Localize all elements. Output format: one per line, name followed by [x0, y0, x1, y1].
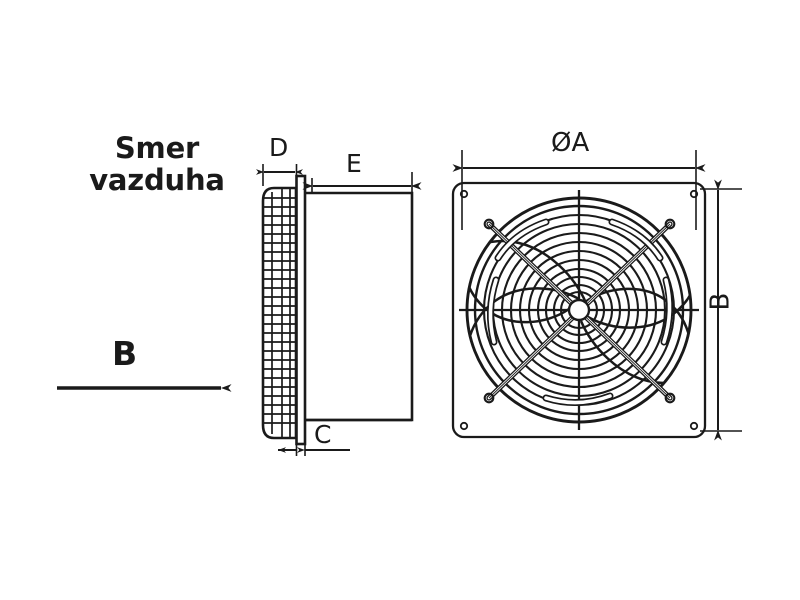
- front-view-dimensions: [452, 150, 742, 441]
- mounting-holes: [459, 189, 699, 431]
- fan-frame: [451, 181, 707, 439]
- dimension-diameter-a-label: ØA: [551, 128, 590, 158]
- front-view: [451, 181, 707, 439]
- flow-arrow-b-label: B: [112, 334, 138, 373]
- side-grille-panel: [261, 186, 298, 440]
- dimension-b-label: B: [705, 292, 736, 311]
- dimension-c-label: C: [314, 420, 332, 449]
- grille-louvers: [263, 197, 296, 424]
- air-direction-line1: Smer: [114, 131, 200, 165]
- side-mounting-flange: [295, 174, 307, 446]
- fan-hub: [567, 298, 591, 322]
- side-view: [261, 174, 414, 446]
- side-body-block: [305, 191, 414, 422]
- dimension-e-label: E: [346, 149, 362, 178]
- guard-slots: [487, 218, 673, 407]
- side-view-dimensions: [256, 164, 422, 456]
- air-direction-line2: vazduha: [89, 163, 225, 198]
- dimension-d-label: D: [269, 133, 289, 162]
